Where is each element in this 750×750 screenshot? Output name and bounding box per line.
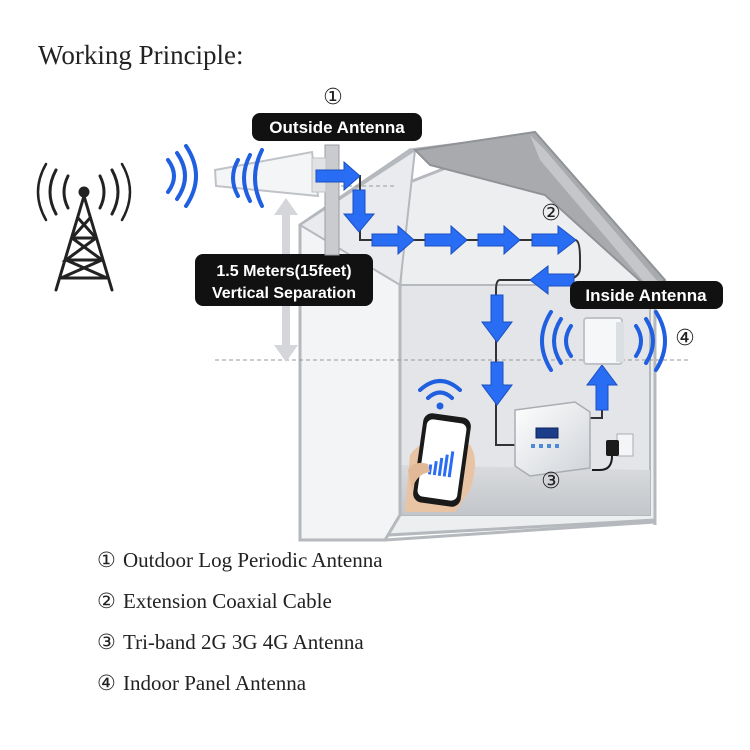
legend-item: ④ Indoor Panel Antenna [97,667,383,708]
outside-antenna-label-text: Outside Antenna [269,118,405,137]
legend-text: Indoor Panel Antenna [123,671,307,695]
legend-text: Tri-band 2G 3G 4G Antenna [123,630,364,654]
smartphone-icon [405,413,475,512]
outside-antenna-number: ① [323,85,343,110]
legend-text: Outdoor Log Periodic Antenna [123,548,383,572]
panel-antenna-icon [540,310,667,372]
legend-item: ① Outdoor Log Periodic Antenna [97,544,383,585]
legend-item: ② Extension Coaxial Cable [97,585,383,626]
inside-antenna-label-text: Inside Antenna [585,286,707,305]
legend-item: ③ Tri-band 2G 3G 4G Antenna [97,626,383,667]
separation-line-2: Vertical Separation [212,285,356,302]
legend-number: ① [97,548,116,572]
inside-antenna-number: ④ [675,326,695,351]
signal-waves-icon [166,144,198,208]
separation-label: 1.5 Meters(15feet) Vertical Separation [195,254,373,306]
cable-number: ② [541,201,561,226]
cell-tower-icon [36,162,132,292]
repeater-icon [514,401,591,477]
power-adapter-icon [592,433,634,471]
outside-antenna-label: Outside Antenna [252,113,422,141]
repeater-number: ③ [541,469,561,494]
legend: ① Outdoor Log Periodic Antenna ② Extension… [97,544,383,708]
wifi-icon [418,379,462,410]
legend-number: ② [97,589,116,613]
legend-number: ④ [97,671,116,695]
legend-number: ③ [97,630,116,654]
page-title: Working Principle: [38,40,244,70]
separation-line-1: 1.5 Meters(15feet) [216,263,351,280]
coaxial-cable [332,175,581,446]
signal-flow-arrows [315,160,618,411]
inside-antenna-label: Inside Antenna [570,281,723,309]
legend-text: Extension Coaxial Cable [123,589,332,613]
